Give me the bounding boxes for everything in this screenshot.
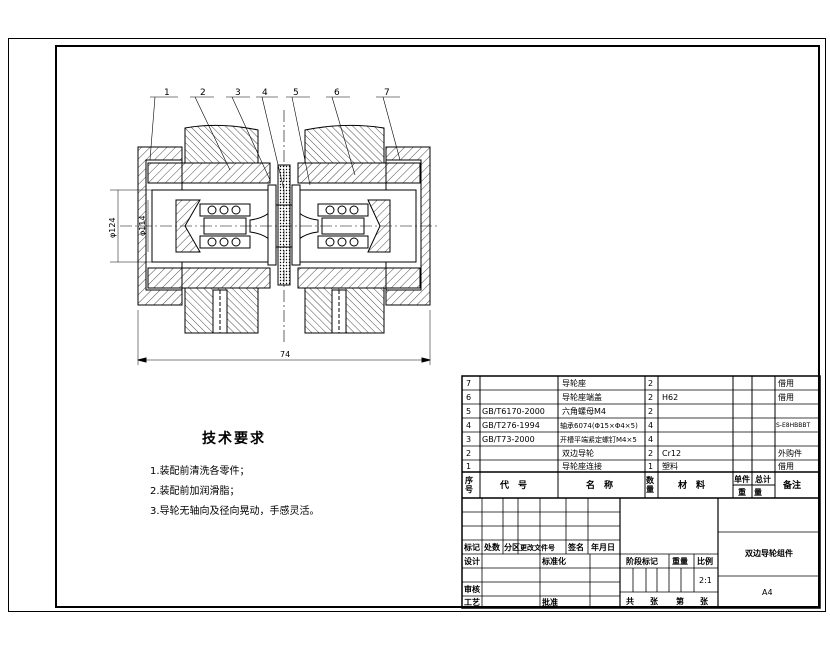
rev-label-sign: 签名: [568, 543, 584, 552]
bom-note: 借用: [778, 393, 794, 402]
rev-label-count: 处数: [484, 543, 500, 552]
bom-no: 7: [466, 379, 472, 388]
bom-no: 4: [466, 421, 472, 430]
outer-border: [8, 38, 826, 612]
label-standardization: 标准化: [542, 557, 566, 566]
bom-mat: Cr12: [662, 449, 682, 458]
bom-name: 六角螺母M4: [562, 407, 606, 416]
rev-label-zone: 分区: [504, 543, 520, 552]
bom-header-note: 备注: [783, 481, 802, 491]
balloon-6: 6: [334, 88, 340, 98]
technical-requirements: 技术要求 1.装配前清洗各零件； 2.装配前加润滑脂； 3.导轮无轴向及径向晃动…: [150, 428, 410, 522]
label-weight: 重量: [672, 557, 688, 566]
bom-header-no: 序号: [465, 476, 473, 494]
dim-overall: 74: [280, 350, 290, 359]
bom-name: 导轮座端盖: [562, 393, 602, 402]
balloon-4: 4: [262, 88, 268, 98]
rev-label-mark: 标记: [464, 543, 480, 552]
bom-header-qty: 数量: [646, 476, 654, 494]
label-scale: 比例: [697, 557, 713, 566]
balloon-3: 3: [235, 88, 241, 98]
bom-code: GB/T6170-2000: [482, 407, 545, 416]
bom-header-unit: 单件: [734, 475, 750, 484]
bom-code: GB/T276-1994: [482, 421, 540, 430]
label-review: 审核: [464, 585, 480, 594]
bom-header-total: 总计: [755, 475, 771, 484]
label-design: 设计: [464, 557, 480, 566]
label-approve: 批准: [542, 598, 558, 607]
bom-name: 导轮座连接: [562, 462, 602, 471]
label-process: 工艺: [464, 598, 480, 607]
upper-block-left: [184, 124, 259, 164]
balloon-2: 2: [200, 88, 206, 98]
balloon-7: 7: [384, 88, 390, 98]
bom-qty: 4: [648, 435, 654, 444]
bom-no: 2: [466, 449, 472, 458]
tech-req-line-2: 2.装配前加润滑脂；: [150, 486, 240, 497]
dim-dia2: φ114: [138, 215, 147, 236]
bom-qty: 2: [648, 393, 654, 402]
bom-name: 开槽平端紧定螺钉M4×5: [560, 436, 637, 444]
bom-code: GB/T73-2000: [482, 435, 535, 444]
balloon-1: 1: [164, 88, 170, 98]
bom-qty: 2: [648, 407, 654, 416]
rev-label-date: 年月日: [591, 543, 615, 552]
upper-block-right: [304, 124, 385, 164]
bom-qty: 4: [648, 421, 654, 430]
bom-no: 5: [466, 407, 472, 416]
bom-header-mat: 材 料: [678, 481, 706, 491]
paper-size: A4: [762, 588, 773, 597]
bom-no: 1: [466, 462, 472, 471]
title-block-grid: [461, 375, 821, 609]
bom-header-weight: 重 量: [738, 488, 762, 497]
bom-note: 借用: [778, 462, 794, 471]
sheet-number: 第 张: [676, 597, 708, 606]
bom-name: 导轮座: [562, 379, 586, 388]
bom-note: S-E8HBBBT: [776, 422, 811, 429]
drawing-name: 双边导轮组件: [745, 549, 793, 558]
bom-name: 双边导轮: [562, 449, 594, 458]
section-view: [110, 96, 440, 365]
bom-qty: 2: [648, 449, 654, 458]
total-sheets: 共 张: [626, 597, 658, 606]
bom-no: 6: [466, 393, 472, 402]
bom-qty: 2: [648, 379, 654, 388]
bom-mat: H62: [662, 393, 679, 402]
rev-label-doc: 更改文件号: [520, 544, 555, 552]
bom-note: 借用: [778, 379, 794, 388]
tech-req-line-3: 3.导轮无轴向及径向晃动，手感灵活。: [150, 506, 320, 517]
dim-dia1: φ124: [108, 217, 117, 238]
balloon-5: 5: [293, 88, 299, 98]
bom-no: 3: [466, 435, 472, 444]
tech-req-title: 技术要求: [202, 431, 266, 447]
label-stage: 阶段标记: [626, 557, 658, 566]
tech-req-line-1: 1.装配前清洗各零件；: [150, 466, 250, 477]
bom-name: 轴承6074(Φ15×Φ4×5): [560, 422, 638, 430]
bom-header-code: 代 号: [500, 481, 528, 491]
bom-qty: 1: [648, 462, 654, 471]
inner-border: [55, 45, 820, 608]
scale-value: 2:1: [699, 576, 712, 585]
bom-header-name: 名 称: [586, 481, 614, 491]
bom-note: 外购件: [778, 449, 802, 458]
bom-mat: 塑料: [662, 462, 678, 471]
